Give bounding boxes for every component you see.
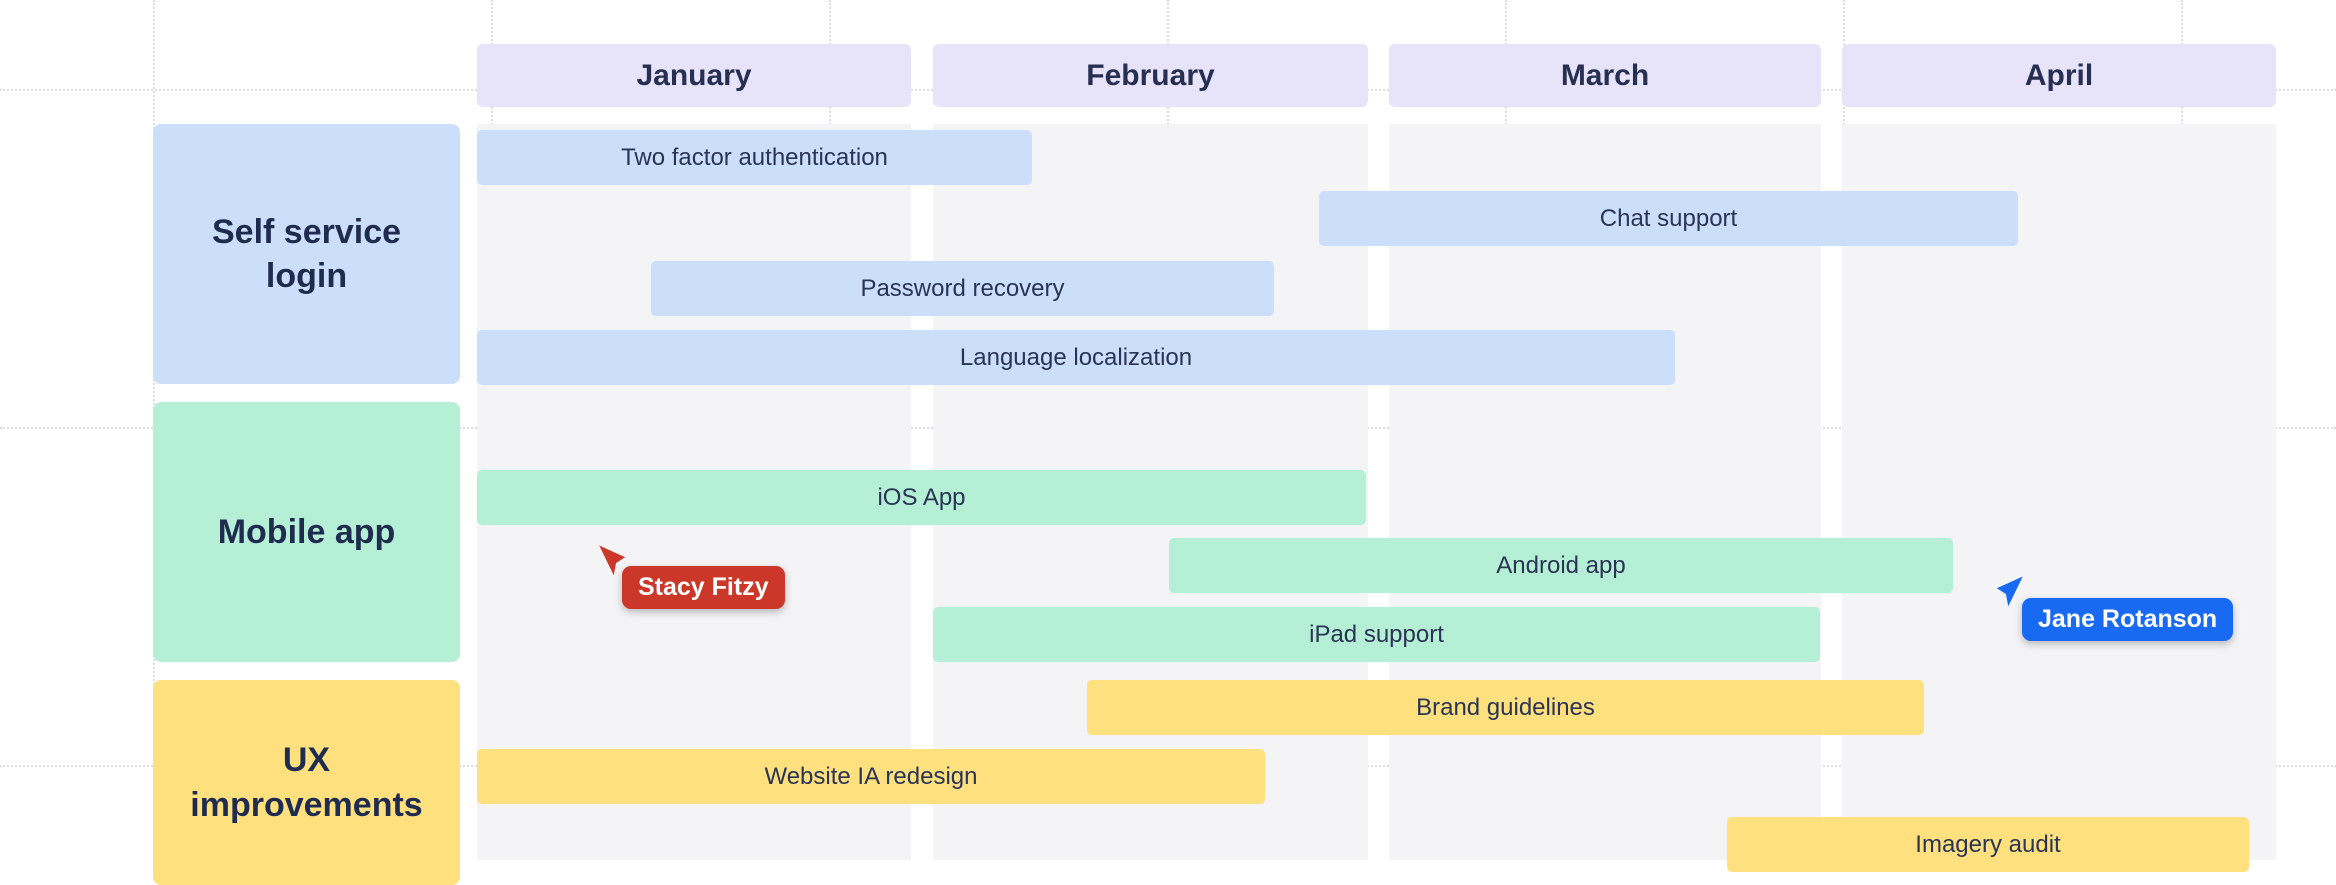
category-box[interactable]: Self service login [153,124,460,384]
task-bar[interactable]: Brand guidelines [1087,680,1924,735]
task-bar[interactable]: Imagery audit [1727,817,2249,872]
task-bar[interactable]: Language localization [477,330,1675,385]
user-cursor-label: Stacy Fitzy [622,566,785,609]
month-header[interactable]: February [933,44,1368,107]
task-bar[interactable]: iPad support [933,607,1820,662]
month-column-stripe [1842,124,2276,860]
user-cursor-label: Jane Rotanson [2022,598,2234,641]
task-bar[interactable]: Two factor authentication [477,130,1032,185]
task-bar[interactable]: Password recovery [651,261,1274,316]
cursor-arrow-icon [599,545,626,576]
cursor-arrow-icon [1996,576,2023,607]
month-header[interactable]: April [1842,44,2276,107]
month-column-stripe [1389,124,1821,860]
category-box[interactable]: UX improvements [153,680,460,885]
task-bar[interactable]: Android app [1169,538,1953,593]
task-bar[interactable]: Chat support [1319,191,2018,246]
category-box[interactable]: Mobile app [153,402,460,662]
task-bar[interactable]: iOS App [477,470,1366,525]
month-header[interactable]: March [1389,44,1821,107]
month-header[interactable]: January [477,44,911,107]
task-bar[interactable]: Website IA redesign [477,749,1265,804]
